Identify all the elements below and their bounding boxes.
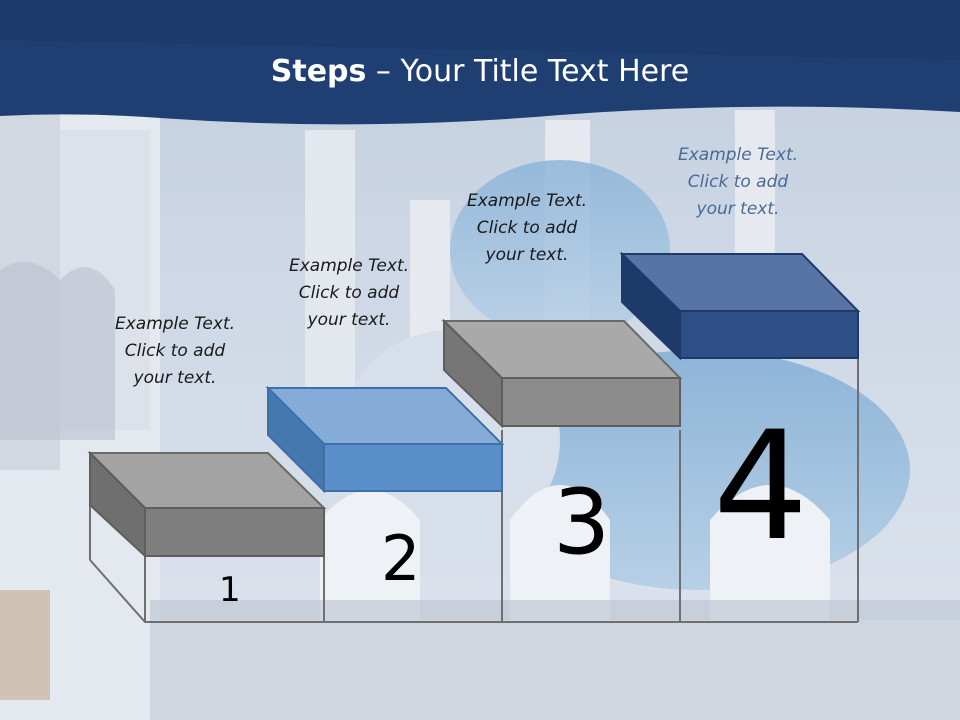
caption-line: your text. <box>133 368 217 388</box>
caption-line: Click to add <box>124 341 226 361</box>
step-3-caption[interactable]: Example Text. Click to add your text. <box>432 188 622 269</box>
caption-line: Example Text. <box>677 145 799 165</box>
caption-line: Example Text. <box>466 191 588 211</box>
title-rest: – Your Title Text Here <box>366 54 690 89</box>
step-1-number: 1 <box>219 570 241 610</box>
caption-line: Example Text. <box>288 256 410 276</box>
step-4-block[interactable] <box>619 251 861 361</box>
step-1-caption[interactable]: Example Text. Click to add your text. <box>80 311 270 392</box>
step-3-number: 3 <box>553 470 611 575</box>
title-banner <box>0 0 960 125</box>
step-1-block[interactable] <box>87 450 327 559</box>
caption-line: your text. <box>696 199 780 219</box>
caption-line: Example Text. <box>114 314 236 334</box>
title-bold: Steps <box>270 54 367 89</box>
caption-line: your text. <box>485 245 569 265</box>
step-2-number: 2 <box>381 522 421 595</box>
step-3-block[interactable] <box>441 318 683 429</box>
caption-line: Click to add <box>476 218 578 238</box>
caption-line: Click to add <box>298 283 400 303</box>
step-4-caption[interactable]: Example Text. Click to add your text. <box>643 142 833 223</box>
caption-line: your text. <box>307 310 391 330</box>
step-4-number: 4 <box>713 400 809 574</box>
slide-title[interactable]: Steps – Your Title Text Here <box>0 54 960 89</box>
step-2-block[interactable] <box>265 385 505 494</box>
step-columns <box>89 355 859 623</box>
step-2-caption[interactable]: Example Text. Click to add your text. <box>254 253 444 334</box>
caption-line: Click to add <box>687 172 789 192</box>
